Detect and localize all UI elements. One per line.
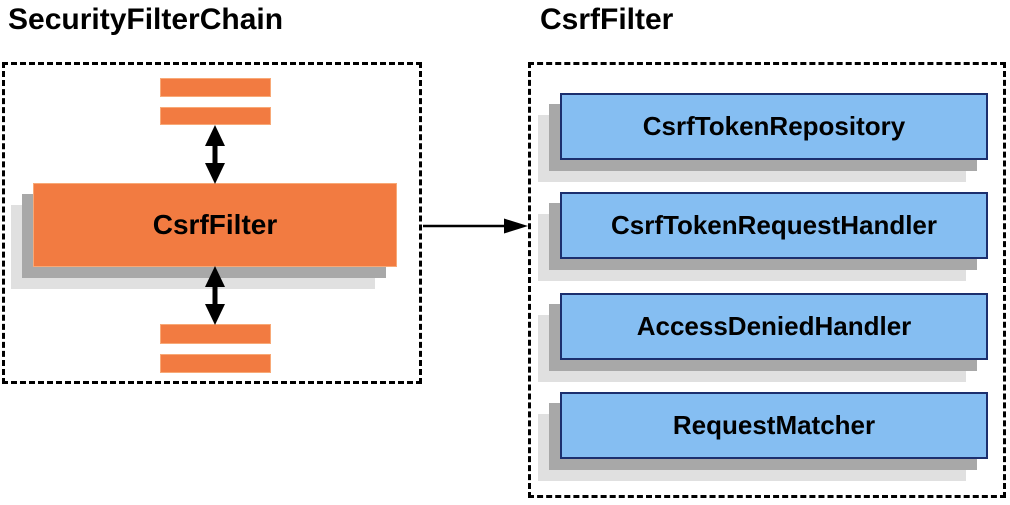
component-node-csrf-token-repository: CsrfTokenRepository (560, 93, 988, 160)
csrf-filter-node-label: CsrfFilter (152, 209, 278, 240)
component-label: RequestMatcher (672, 410, 876, 440)
filter-chain-bar (160, 78, 271, 97)
csrf-filter-node: CsrfFilter (33, 183, 397, 267)
filter-chain-bar (160, 354, 271, 373)
component-label: CsrfTokenRequestHandler (610, 210, 938, 240)
component-label: AccessDeniedHandler (636, 311, 912, 341)
component-node-access-denied-handler: AccessDeniedHandler (560, 293, 988, 360)
component-label: CsrfTokenRepository (642, 111, 906, 141)
security-filter-chain-title: SecurityFilterChain (8, 3, 284, 36)
csrf-filter-title: CsrfFilter (540, 3, 674, 36)
security-filter-chain-boundary (2, 62, 422, 384)
link-arrow (423, 218, 528, 234)
filter-chain-bar (160, 107, 271, 125)
filter-chain-bar (160, 324, 271, 344)
component-node-csrf-token-request-handler: CsrfTokenRequestHandler (560, 192, 988, 259)
component-node-request-matcher: RequestMatcher (560, 392, 988, 459)
csrf-filter-boundary (528, 62, 1006, 498)
